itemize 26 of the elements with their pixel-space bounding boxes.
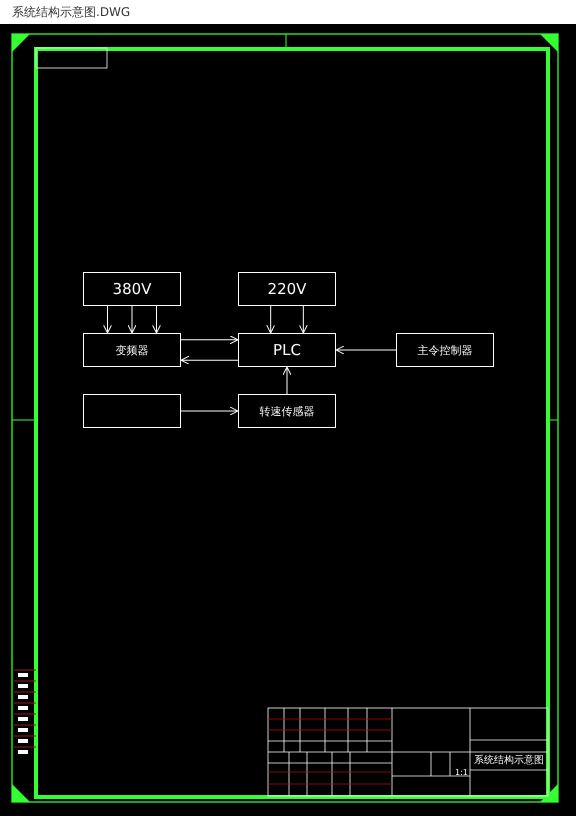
block-box <box>396 333 494 367</box>
arrow <box>180 356 238 365</box>
block-label: 转速传感器 <box>260 406 314 416</box>
arrow <box>180 406 238 416</box>
arrow <box>336 346 396 354</box>
block-box <box>238 272 336 306</box>
block-label: 380V <box>112 282 152 296</box>
block-box <box>83 272 181 306</box>
arrow <box>152 306 161 334</box>
arrow <box>282 366 292 394</box>
block-box <box>238 394 336 428</box>
arrow <box>103 306 112 334</box>
block-label: 变频器 <box>116 344 148 356</box>
block-label: 220V <box>268 282 306 296</box>
arrow <box>180 335 238 344</box>
block-label: 主令控制器 <box>418 344 472 356</box>
scale-value: 1:1 <box>455 769 468 777</box>
arrow <box>128 306 136 334</box>
arrow <box>266 306 276 334</box>
window-title: 系统结构示意图.DWG <box>12 4 130 21</box>
empty-box <box>83 394 181 428</box>
block-box <box>238 333 336 367</box>
arrow <box>298 306 308 334</box>
block-box <box>83 333 181 367</box>
drawing-name: 系统结构示意图 <box>474 756 544 766</box>
block-label: PLC <box>273 342 301 358</box>
